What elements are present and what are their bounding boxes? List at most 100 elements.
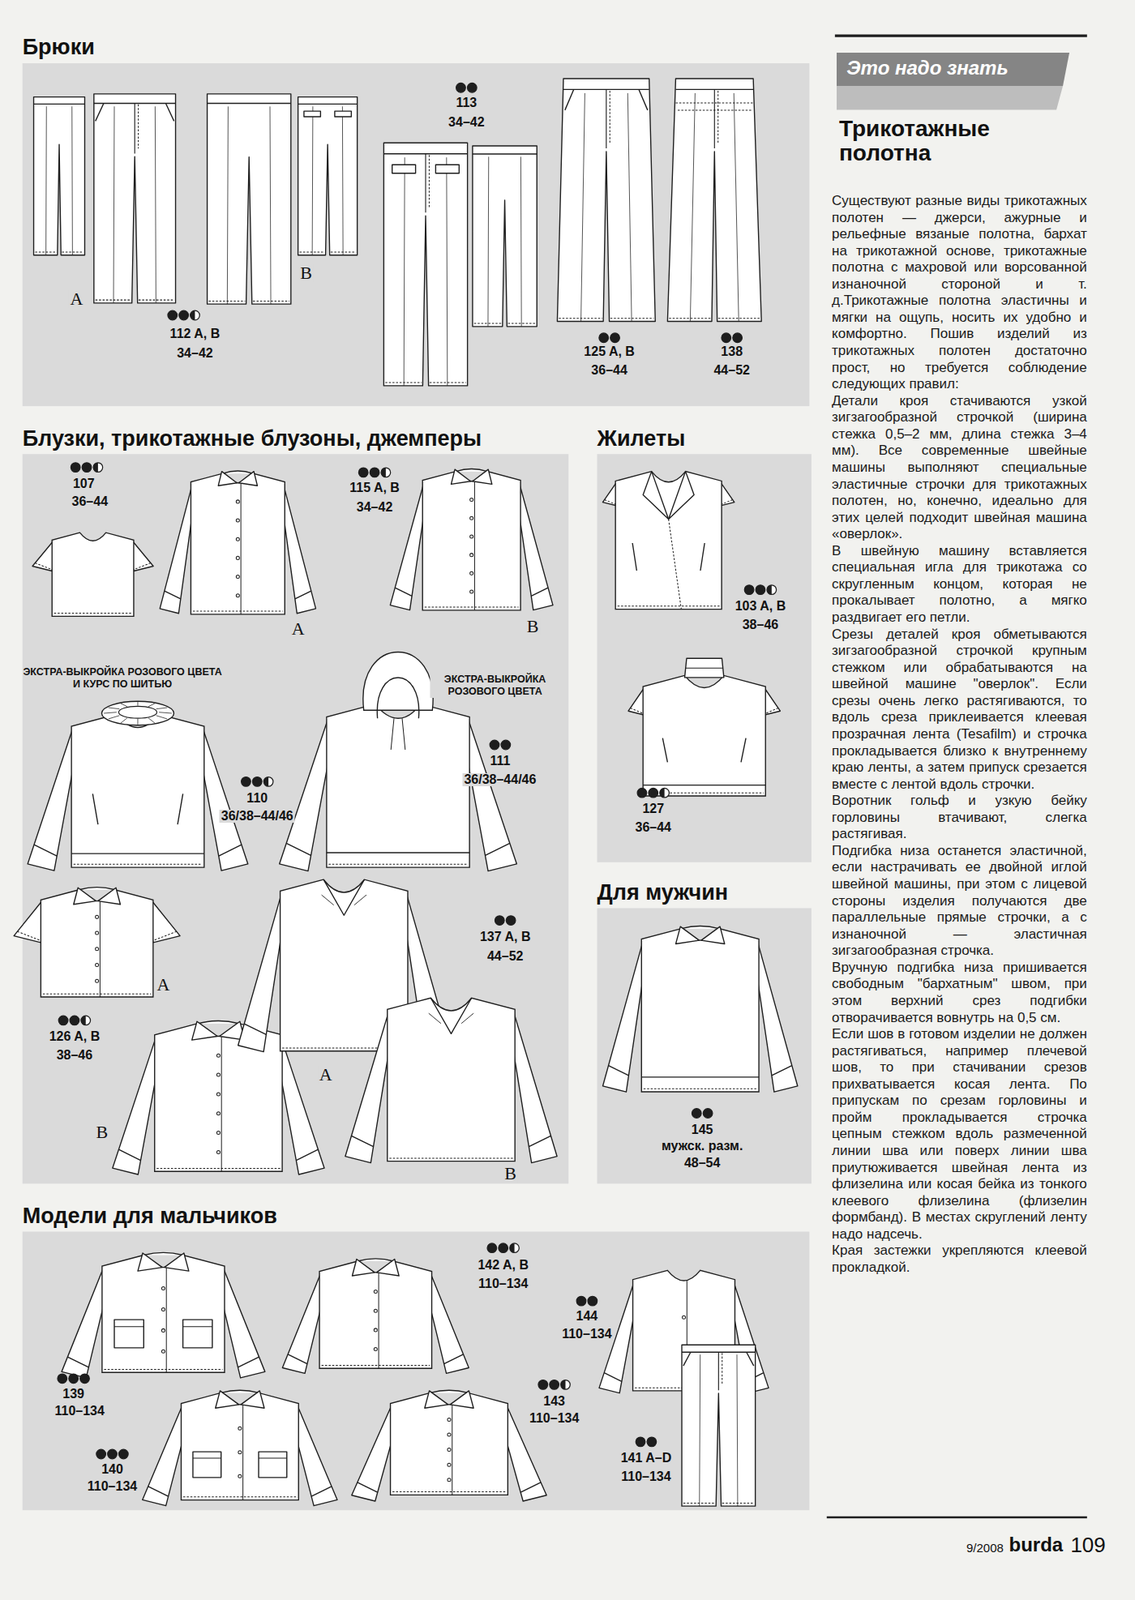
sketch-line <box>101 701 174 725</box>
sketch-line <box>685 658 724 678</box>
section-heading: Брюки <box>22 35 95 60</box>
sketch-line <box>342 106 344 255</box>
article-paragraph: Подгибка низа останется эластичной, если… <box>831 843 1088 960</box>
sketch-line <box>258 1451 287 1478</box>
sketch-line <box>642 471 669 520</box>
sketch-line <box>430 997 472 1034</box>
trousers-sketch <box>207 94 292 305</box>
trousers-sketch <box>383 142 467 386</box>
sketch-line <box>354 895 367 906</box>
article-paragraph: Вручную подгибка низа пришивается свобод… <box>831 959 1088 1027</box>
sketch-line <box>451 469 472 484</box>
difficulty-dot <box>561 1380 566 1391</box>
sketch-line <box>609 90 611 144</box>
sketch-line <box>240 1391 265 1409</box>
sketch-line <box>668 519 682 610</box>
garment-sketch <box>389 468 553 610</box>
article-paragraph: В швейную машину вставляется специальная… <box>831 543 1088 627</box>
garment-sketch <box>27 701 249 871</box>
button-dot <box>216 1150 220 1154</box>
sketch-line <box>323 879 365 916</box>
trousers-sketch <box>556 78 656 322</box>
garment-sketch <box>345 997 557 1163</box>
sketch-line <box>641 1076 759 1078</box>
sketch-line <box>428 1013 442 1024</box>
sketch-line <box>326 852 470 853</box>
sketch-line <box>78 887 115 891</box>
sketch-line <box>435 164 459 173</box>
banner-text: Это надо знать <box>836 52 1008 79</box>
sketch-line <box>222 1266 265 1379</box>
model-caption: 142 A, B <box>475 1259 531 1273</box>
section-heading: Блузки, трикотажные блузоны, джемперы <box>22 427 482 452</box>
difficulty-dot <box>637 788 647 798</box>
sketch-line <box>222 471 253 474</box>
model-caption: 103 A, B <box>733 599 789 613</box>
sketch-line <box>455 468 488 472</box>
sketch-line <box>472 153 537 155</box>
sketch-line <box>239 471 258 487</box>
sketch-line <box>389 480 425 611</box>
article-paragraph: Срезы деталей кроя обметываются зигзагоо… <box>831 626 1088 794</box>
sketch-line <box>280 1035 325 1175</box>
difficulty-dot <box>489 740 500 750</box>
article-paragraph: Если шов в готовом изделии не должен рас… <box>831 1026 1088 1243</box>
difficulty-dot <box>501 740 511 750</box>
sketch-line <box>298 103 358 105</box>
sketch-line <box>221 1390 259 1393</box>
sketch-line <box>449 1391 474 1409</box>
sketch-line <box>201 726 249 871</box>
sketch-line <box>700 543 705 571</box>
section-panel: Модели для мальчиков <box>22 1232 810 1512</box>
difficulty-dot <box>505 916 516 926</box>
sketch-line <box>642 784 766 786</box>
sketch-line <box>218 844 242 857</box>
sketch-line <box>61 1266 104 1379</box>
button-dot <box>682 1315 686 1320</box>
rule-line <box>826 1516 1088 1520</box>
button-dot <box>447 1433 451 1437</box>
garment-sketch <box>142 1390 338 1506</box>
model-caption: 44–52 <box>485 950 526 964</box>
view-letter: A <box>68 290 85 309</box>
sketch-line <box>319 1261 432 1369</box>
difficulty-dot <box>68 1374 79 1384</box>
difficulty-dot <box>509 1243 520 1254</box>
sketch-line <box>197 1021 239 1024</box>
article-column: Существуют разные виды трикотажных полот… <box>831 192 1088 1277</box>
sketch-line <box>40 890 153 998</box>
sketch-line <box>444 1354 464 1365</box>
button-dot <box>238 1474 242 1478</box>
sketch-line <box>771 1066 793 1076</box>
sketch-line <box>363 651 433 711</box>
sketch-line <box>192 1458 222 1460</box>
button-dot <box>373 1290 377 1294</box>
sketch-line <box>357 1259 394 1262</box>
button-dot <box>161 1328 165 1333</box>
sketch-line <box>27 726 74 871</box>
sketch-line <box>158 712 172 714</box>
panel-ground <box>597 908 812 1184</box>
sketch-line <box>108 715 120 720</box>
button-dot <box>235 518 240 523</box>
difficulty-dot <box>691 1109 702 1119</box>
difficulty-dot <box>635 1437 646 1448</box>
sketch-line <box>71 852 205 854</box>
sketch-line <box>138 299 175 301</box>
sketch-line <box>638 89 648 110</box>
model-caption: 140 <box>99 1463 125 1477</box>
sketch-line <box>675 102 754 103</box>
sketch-line <box>118 1149 141 1161</box>
sketch-line <box>192 1451 222 1478</box>
sketch-line <box>94 94 176 304</box>
difficulty-dot <box>744 585 754 596</box>
sketch-line <box>183 1326 213 1328</box>
difficulty-dot <box>263 777 274 788</box>
view-letter: B <box>298 264 314 283</box>
sketch-line <box>227 106 228 305</box>
trousers-sketch <box>472 145 537 327</box>
garment-sketch <box>351 1390 547 1502</box>
sketch-line <box>215 1391 240 1409</box>
difficulty-dot <box>190 310 201 321</box>
